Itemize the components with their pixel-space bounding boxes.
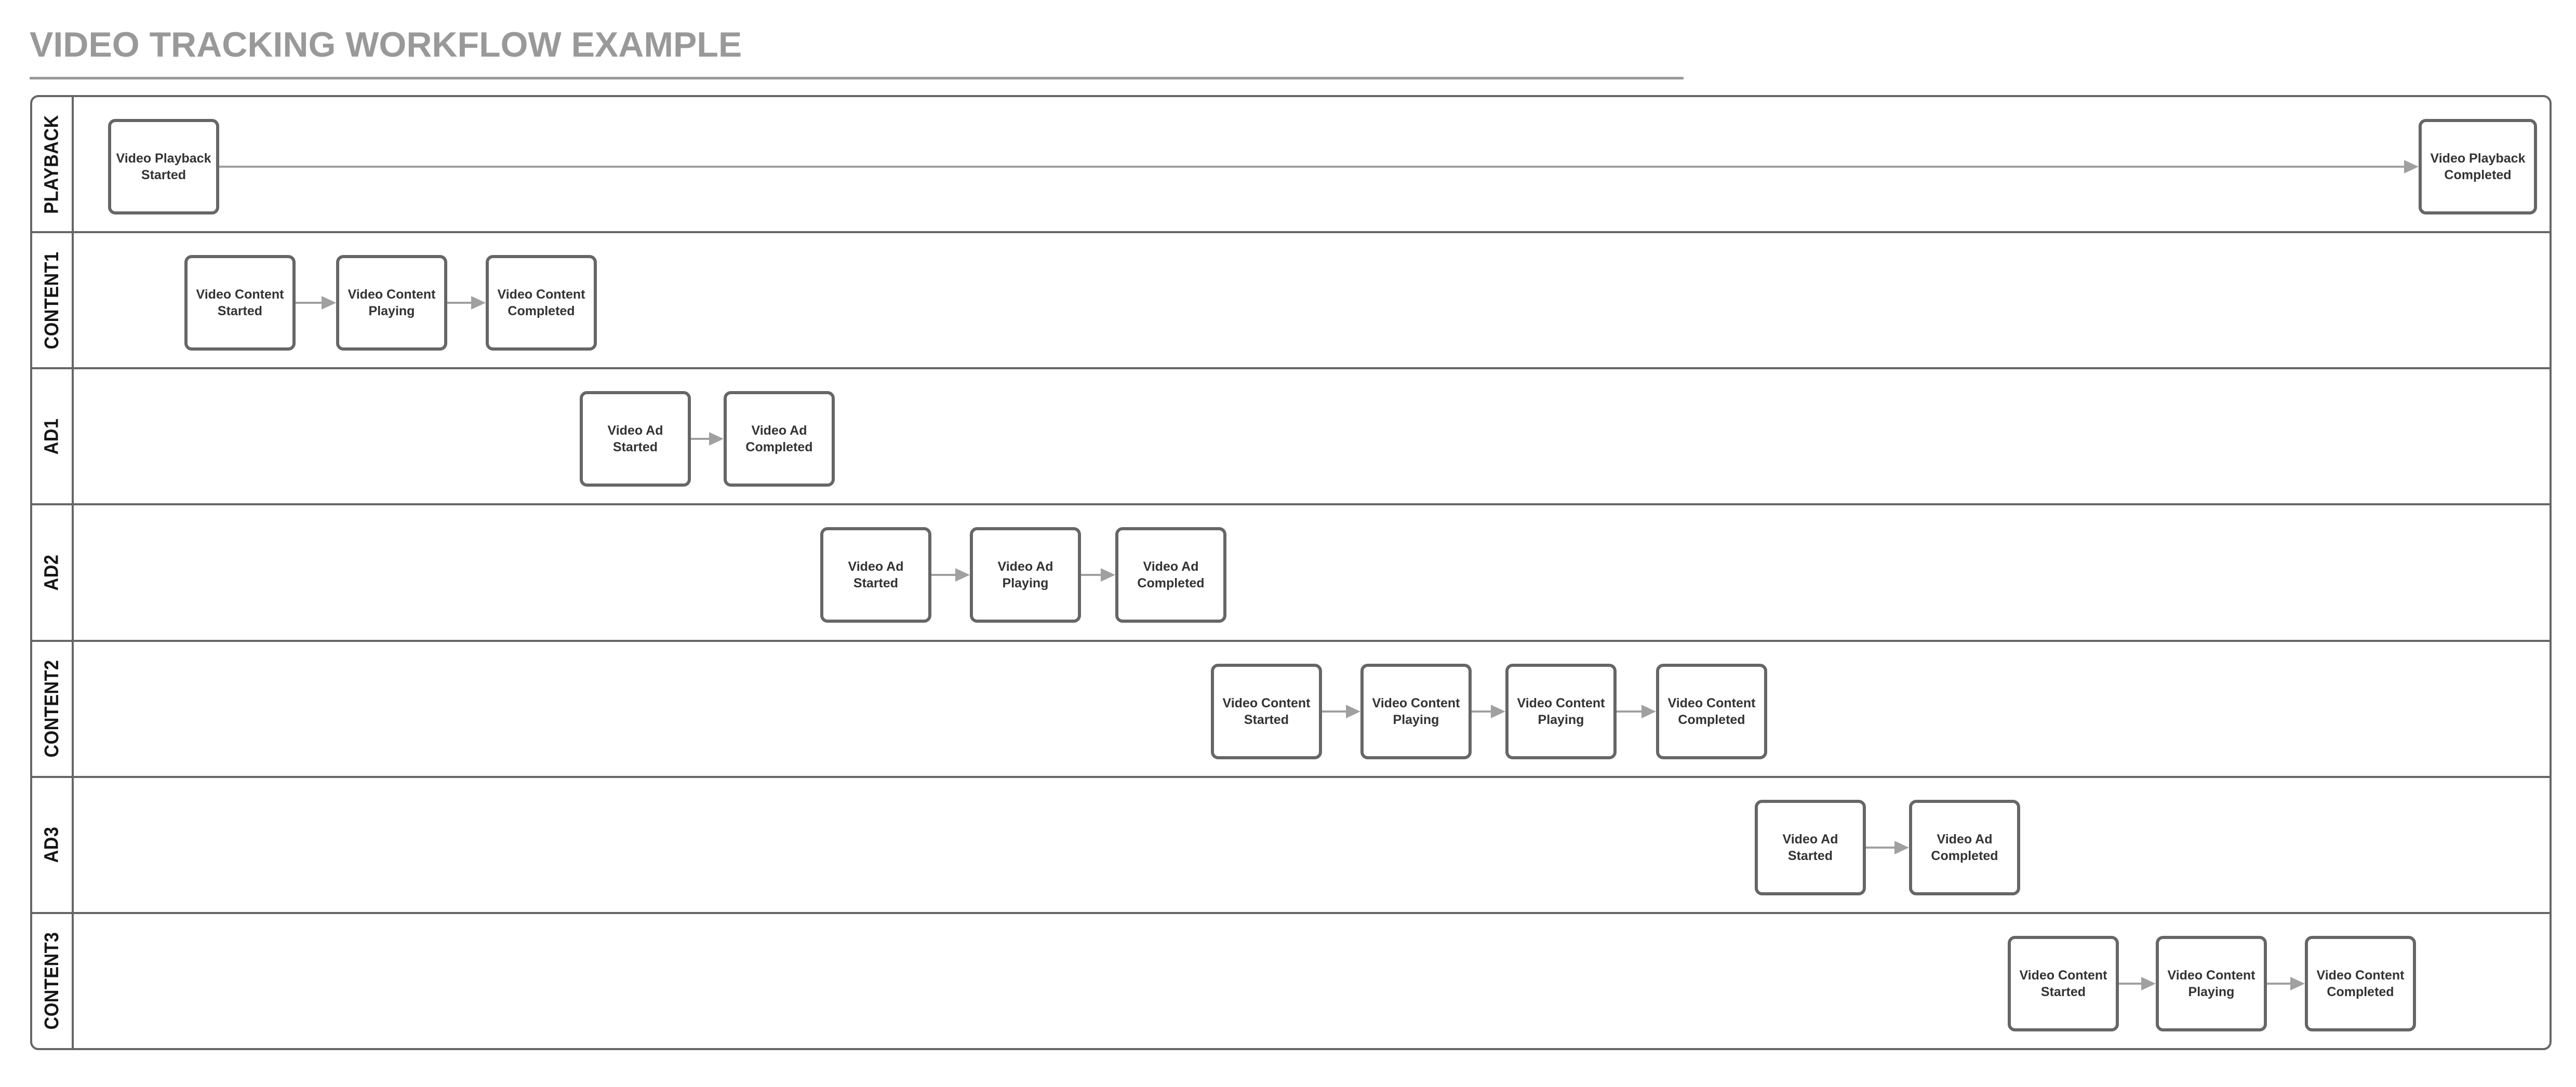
lane-header-content2: CONTENT2 xyxy=(32,641,74,776)
lane-header-content3: CONTENT3 xyxy=(32,914,74,1048)
arrow-connector xyxy=(1617,704,1656,718)
workflow-node: Video Playback Started xyxy=(108,119,219,214)
lane-header-ad3: AD3 xyxy=(32,777,74,912)
workflow-node: Video Ad Started xyxy=(1755,799,1866,895)
workflow-node: Video Content Started xyxy=(2008,935,2119,1031)
workflow-node: Video Ad Completed xyxy=(724,391,835,487)
arrow-head-icon xyxy=(1894,840,1909,854)
arrow-shaft xyxy=(1472,710,1493,713)
arrow-head-icon xyxy=(1641,704,1656,718)
arrow-connector xyxy=(2119,976,2156,990)
workflow-node: Video Ad Completed xyxy=(1115,527,1226,623)
arrow-head-icon xyxy=(2141,976,2156,990)
arrow-shaft xyxy=(219,166,2406,168)
arrow-connector xyxy=(296,296,336,310)
lane-playback: PLAYBACK Video Playback Started Video Pl… xyxy=(32,97,2550,234)
workflow-node: Video Ad Started xyxy=(580,391,691,487)
lane-content2: CONTENT2 Video Content Started Video Con… xyxy=(32,641,2550,778)
arrow-connector xyxy=(691,432,724,446)
workflow-node: Video Content Playing xyxy=(1360,663,1472,759)
lane-label: AD3 xyxy=(41,826,63,863)
swimlane-diagram: PLAYBACK Video Playback Started Video Pl… xyxy=(30,95,2552,1050)
title-underline xyxy=(30,77,1684,79)
arrow-head-icon xyxy=(2290,976,2305,990)
workflow-node: Video Playback Completed xyxy=(2419,119,2537,214)
lane-label: CONTENT1 xyxy=(41,251,63,350)
arrow-connector xyxy=(219,160,2419,173)
arrow-shaft xyxy=(1081,574,1103,576)
arrow-head-icon xyxy=(322,296,336,310)
lane-ad2: AD2 Video Ad Started Video Ad Playing Vi… xyxy=(32,505,2550,642)
workflow-node: Video Content Completed xyxy=(2305,935,2416,1031)
arrow-connector xyxy=(447,296,486,310)
workflow-node: Video Content Started xyxy=(184,255,296,351)
workflow-node: Video Content Completed xyxy=(486,255,597,351)
workflow-node: Video Ad Playing xyxy=(970,527,1081,623)
arrow-head-icon xyxy=(1491,704,1505,718)
workflow-node: Video Content Playing xyxy=(2156,935,2267,1031)
arrow-shaft xyxy=(2119,982,2143,985)
workflow-node: Video Content Completed xyxy=(1656,663,1767,759)
lane-header-ad1: AD1 xyxy=(32,369,74,504)
lane-header-ad2: AD2 xyxy=(32,505,74,640)
arrow-shaft xyxy=(447,302,473,304)
arrow-head-icon xyxy=(955,568,970,582)
arrow-connector xyxy=(931,568,970,582)
arrow-connector xyxy=(1081,568,1115,582)
lane-label: AD2 xyxy=(41,554,63,591)
arrow-shaft xyxy=(1617,710,1644,713)
page-title: VIDEO TRACKING WORKFLOW EXAMPLE xyxy=(30,25,742,64)
arrow-head-icon xyxy=(1101,568,1115,582)
lane-label: PLAYBACK xyxy=(41,114,63,214)
arrow-connector xyxy=(1322,704,1360,718)
arrow-shaft xyxy=(1322,710,1348,713)
arrow-head-icon xyxy=(471,296,486,310)
arrow-shaft xyxy=(2267,982,2292,985)
arrow-shaft xyxy=(1866,846,1897,849)
arrow-head-icon xyxy=(1346,704,1360,718)
lane-header-content1: CONTENT1 xyxy=(32,233,74,368)
workflow-node: Video Content Playing xyxy=(1505,663,1617,759)
arrow-connector xyxy=(2267,976,2305,990)
lane-content3: CONTENT3 Video Content Started Video Con… xyxy=(32,914,2550,1048)
arrow-head-icon xyxy=(709,432,724,446)
lane-ad3: AD3 Video Ad Started Video Ad Completed xyxy=(32,777,2550,914)
arrow-connector xyxy=(1472,704,1505,718)
lane-label: CONTENT3 xyxy=(41,932,63,1030)
lane-content1: CONTENT1 Video Content Started Video Con… xyxy=(32,233,2550,370)
arrow-head-icon xyxy=(2404,160,2419,173)
lane-header-playback: PLAYBACK xyxy=(32,97,74,232)
lane-label: CONTENT2 xyxy=(41,660,63,758)
arrow-shaft xyxy=(296,302,324,304)
workflow-node: Video Ad Completed xyxy=(1909,799,2020,895)
workflow-node: Video Content Playing xyxy=(336,255,447,351)
lane-label: AD1 xyxy=(41,418,63,455)
workflow-node: Video Content Started xyxy=(1211,663,1322,759)
arrow-shaft xyxy=(691,438,711,440)
arrow-shaft xyxy=(931,574,957,576)
lane-ad1: AD1 Video Ad Started Video Ad Completed xyxy=(32,369,2550,506)
workflow-node: Video Ad Started xyxy=(820,527,931,623)
arrow-connector xyxy=(1866,840,1909,854)
